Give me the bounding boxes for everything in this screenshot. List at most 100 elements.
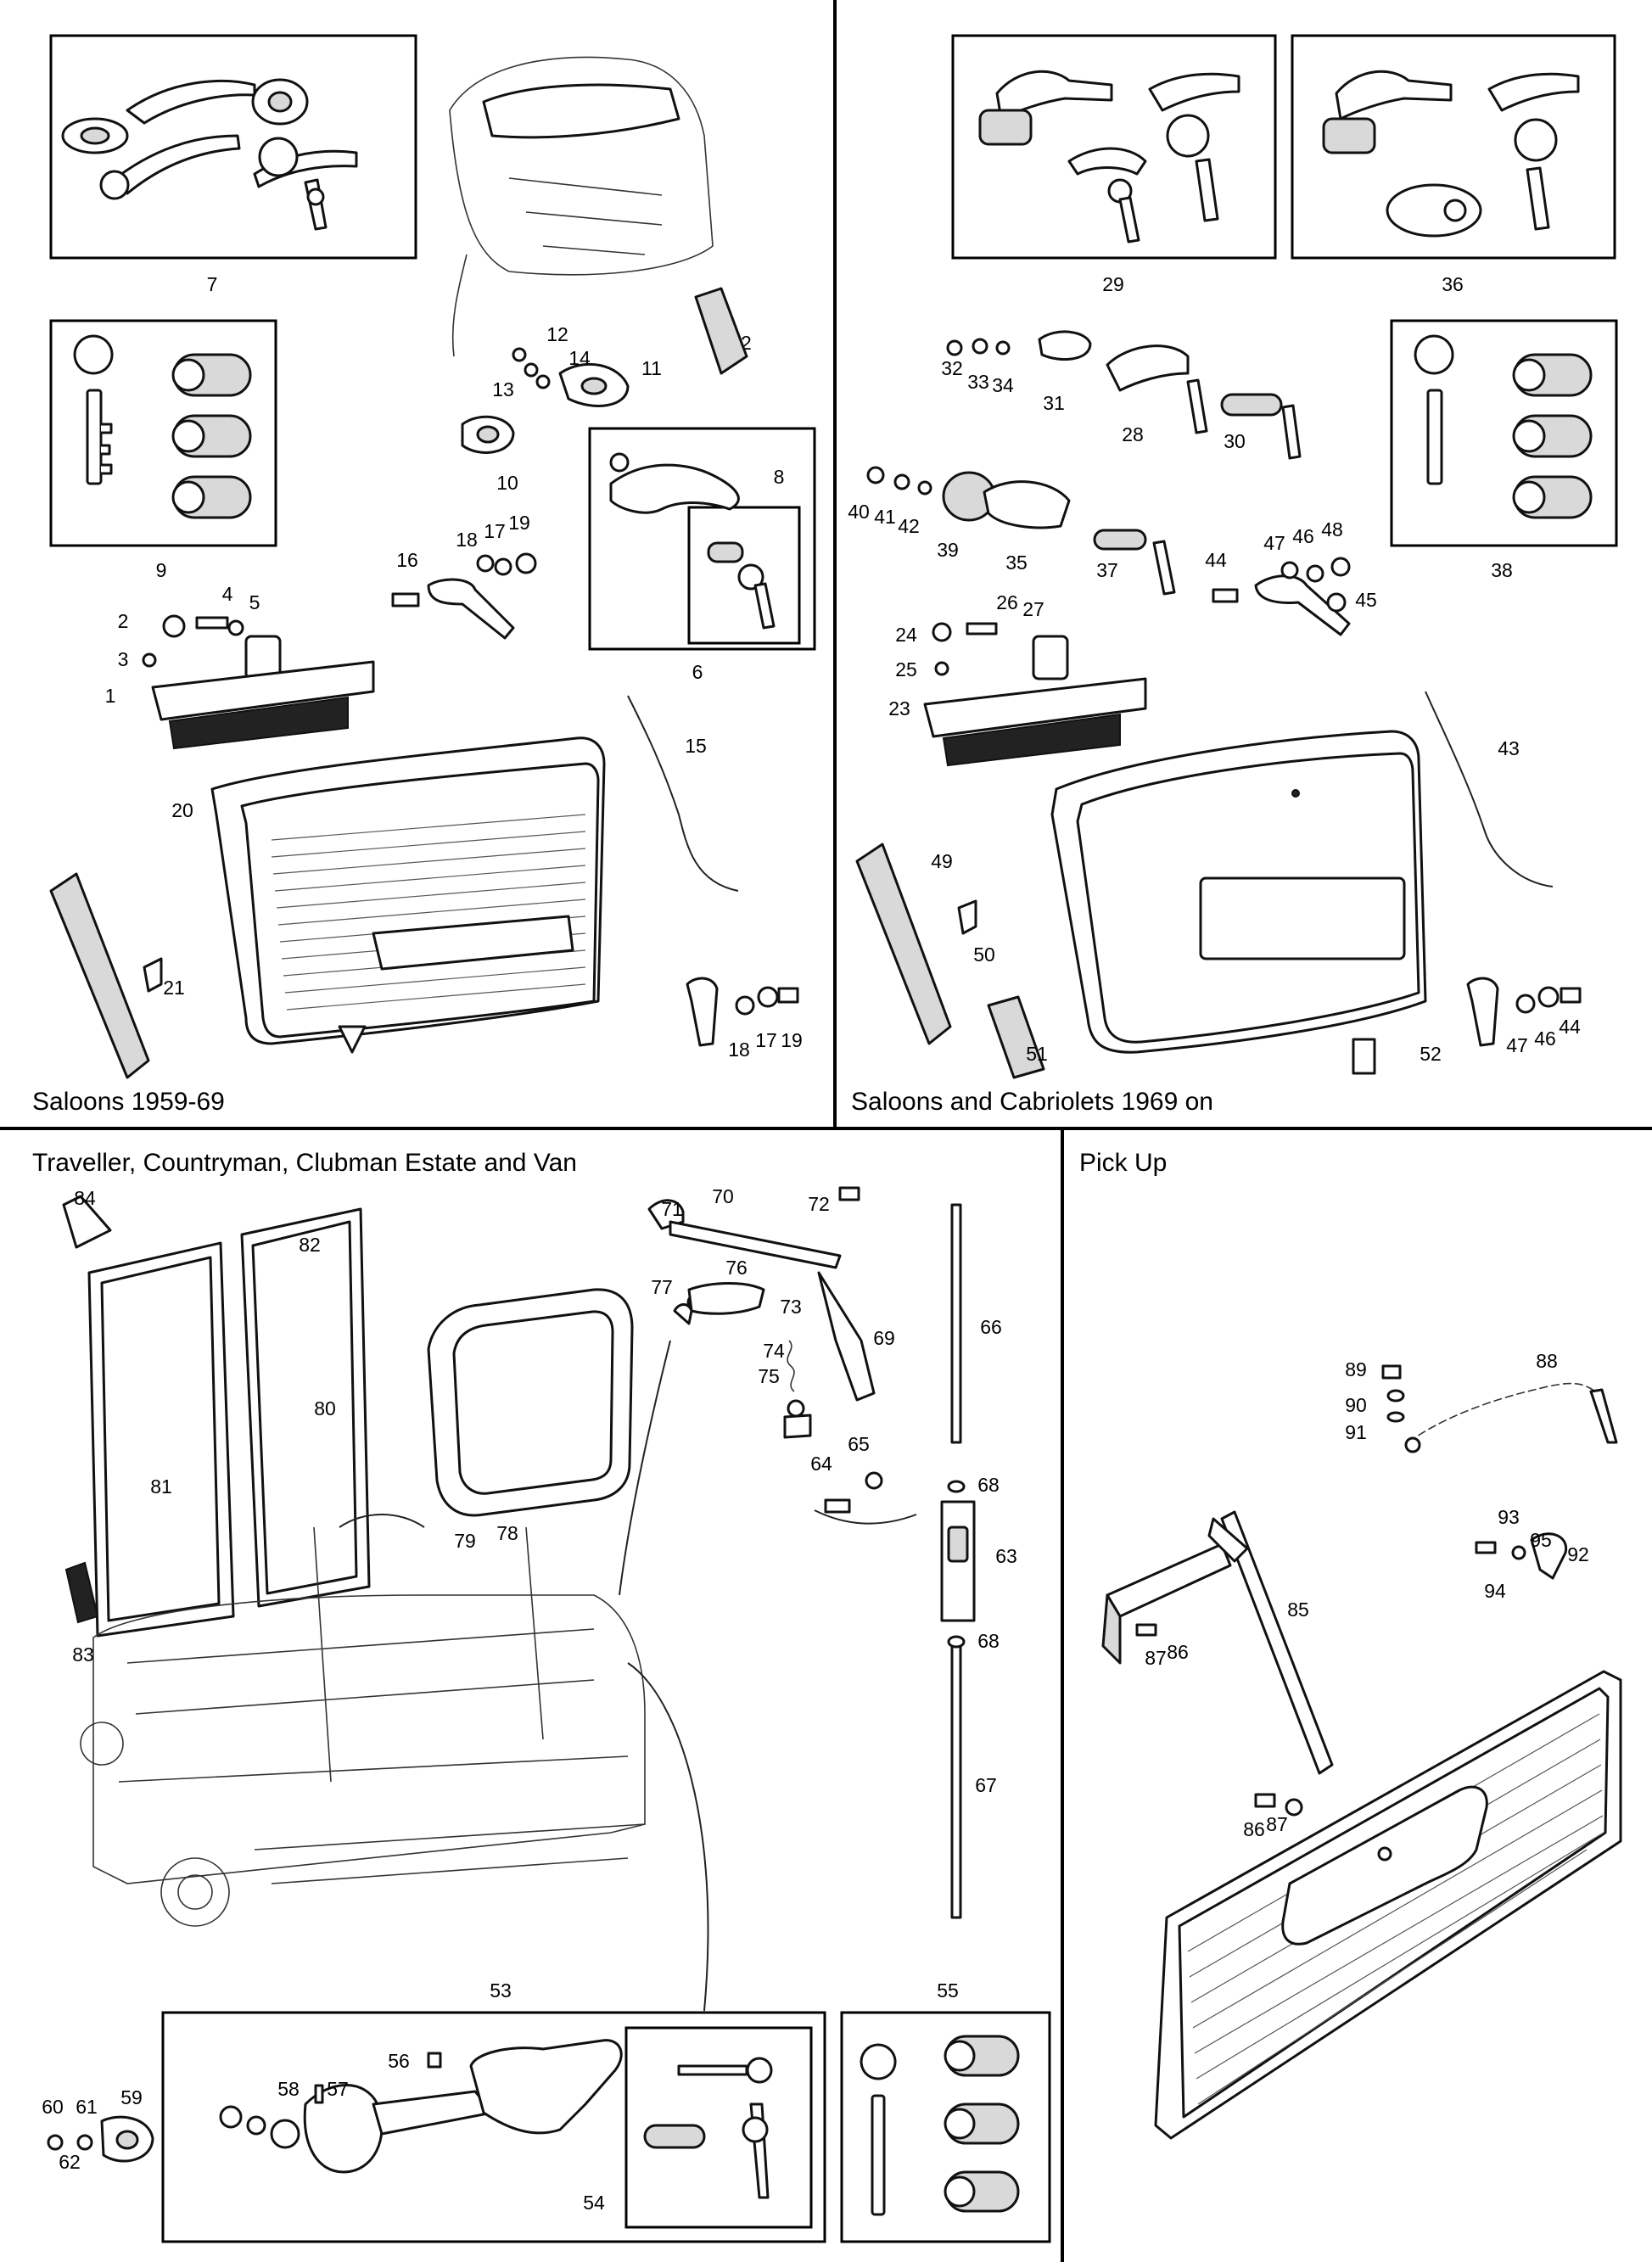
callout-66: 66 — [980, 1316, 1002, 1338]
callout-58: 58 — [277, 2078, 300, 2100]
callout-42: 42 — [898, 515, 920, 537]
callout-21: 21 — [163, 977, 185, 999]
callout-62: 62 — [59, 2151, 81, 2173]
callout-70: 70 — [712, 1185, 734, 1207]
handle-parts-28-34 — [946, 330, 1302, 460]
boot-lock-assembly-23 — [923, 622, 1147, 767]
callout-53: 53 — [490, 1979, 512, 2002]
leader-line-2 — [619, 1340, 671, 1596]
seal-strip-22 — [694, 287, 748, 375]
leader-line-4 — [627, 1662, 709, 2012]
caption-saloons-1969: Saloons and Cabriolets 1969 on — [851, 1088, 1213, 1116]
callout-4: 4 — [222, 583, 233, 605]
callout-59: 59 — [120, 2086, 143, 2108]
callout-86: 86 — [1167, 1641, 1189, 1663]
callout-32: 32 — [941, 357, 963, 379]
callout-6: 6 — [692, 661, 703, 683]
saloon-rear-view-illustration — [449, 56, 714, 357]
callout-55: 55 — [937, 1979, 959, 2002]
callout-46: 46 — [1292, 525, 1314, 547]
cable-43 — [1425, 691, 1554, 887]
callout-46b: 46 — [1534, 1027, 1556, 1050]
callout-78: 78 — [496, 1522, 518, 1544]
callout-43: 43 — [1498, 737, 1520, 759]
lock-box-8 — [687, 506, 801, 645]
handle-box-6 — [588, 427, 816, 651]
callout-11: 11 — [641, 357, 662, 379]
callout-87: 87 — [1145, 1647, 1167, 1669]
callout-69: 69 — [873, 1327, 895, 1349]
callout-68: 68 — [977, 1474, 1000, 1496]
section-saloons-1959: 7 9 22 — [32, 34, 816, 1116]
callout-85: 85 — [1287, 1599, 1309, 1621]
lock-box-54 — [624, 2026, 813, 2229]
callout-40: 40 — [848, 501, 870, 523]
callout-33: 33 — [967, 371, 989, 393]
bracket-52 — [1352, 1038, 1376, 1075]
handle-set-illustration — [61, 78, 358, 231]
caption-estate: Traveller, Countryman, Clubman Estate an… — [32, 1149, 577, 1177]
section-pickup: Pick Up 88 89 90 91 93 95 92 94 — [1079, 1149, 1622, 2140]
saloon-1969-bootlid-illustration — [1050, 730, 1427, 1054]
callout-94: 94 — [1484, 1580, 1506, 1602]
callout-17b: 17 — [755, 1029, 777, 1051]
callout-79: 79 — [454, 1530, 476, 1552]
callout-80: 80 — [314, 1397, 336, 1419]
callout-30: 30 — [1224, 430, 1246, 452]
section-estate: Traveller, Countryman, Clubman Estate an… — [32, 1149, 1051, 2243]
callout-88: 88 — [1536, 1350, 1558, 1372]
callout-73: 73 — [780, 1296, 802, 1318]
callout-44b: 44 — [1559, 1016, 1581, 1038]
handle-kit-box-36 — [1291, 34, 1616, 260]
callout-95: 95 — [1530, 1529, 1552, 1551]
callout-31: 31 — [1043, 392, 1065, 414]
handle-set-36-illustration — [1322, 70, 1580, 238]
lock-barrel-box-38 — [1390, 319, 1618, 547]
callout-24: 24 — [895, 624, 917, 646]
rubber-seal-49 — [855, 843, 952, 1045]
callout-76: 76 — [725, 1257, 748, 1279]
callout-60: 60 — [42, 2096, 64, 2118]
callout-49: 49 — [931, 850, 953, 872]
callout-5: 5 — [249, 591, 260, 613]
callout-28: 28 — [1122, 423, 1144, 445]
callout-52: 52 — [1420, 1043, 1442, 1065]
handle-parts-35-42 — [866, 466, 1176, 596]
corner-84 — [62, 1195, 112, 1249]
callout-77: 77 — [651, 1276, 673, 1298]
callout-26: 26 — [996, 591, 1018, 613]
callout-64: 64 — [810, 1453, 832, 1475]
lock-barrel-box-55 — [840, 2011, 1051, 2243]
hinge-check-parts — [647, 1186, 876, 1439]
callout-9: 9 — [156, 559, 167, 581]
callout-50: 50 — [973, 943, 995, 966]
callout-83: 83 — [72, 1643, 94, 1666]
buffer-21 — [143, 957, 163, 993]
callout-48: 48 — [1321, 518, 1343, 540]
cable-bracket-parts-top — [391, 552, 537, 640]
boot-lock-assembly-1 — [142, 614, 375, 750]
callout-82: 82 — [299, 1234, 321, 1256]
lock-barrel-box-9 — [49, 319, 277, 547]
callout-39: 39 — [937, 539, 959, 561]
callout-7: 7 — [207, 273, 218, 295]
callout-19: 19 — [508, 512, 530, 534]
callout-2: 2 — [118, 610, 129, 632]
rubber-seal-left — [49, 872, 150, 1079]
callout-71: 71 — [661, 1198, 683, 1220]
seal-strip-51 — [987, 995, 1045, 1079]
escutcheon-parts-59-62 — [47, 2115, 154, 2163]
callout-25: 25 — [895, 658, 917, 680]
corner-83 — [64, 1561, 99, 1624]
callout-34: 34 — [992, 374, 1014, 396]
cable-bracket-parts-bottom-right — [1466, 977, 1582, 1047]
rear-handle-illustration — [219, 2039, 623, 2174]
lock-barrel-set-38-illustration — [1414, 334, 1593, 519]
callout-18: 18 — [456, 529, 478, 551]
callout-19b: 19 — [781, 1029, 803, 1051]
callout-45: 45 — [1355, 589, 1377, 611]
callout-8: 8 — [774, 466, 785, 488]
callout-51: 51 — [1026, 1043, 1048, 1065]
callout-37: 37 — [1096, 559, 1118, 581]
